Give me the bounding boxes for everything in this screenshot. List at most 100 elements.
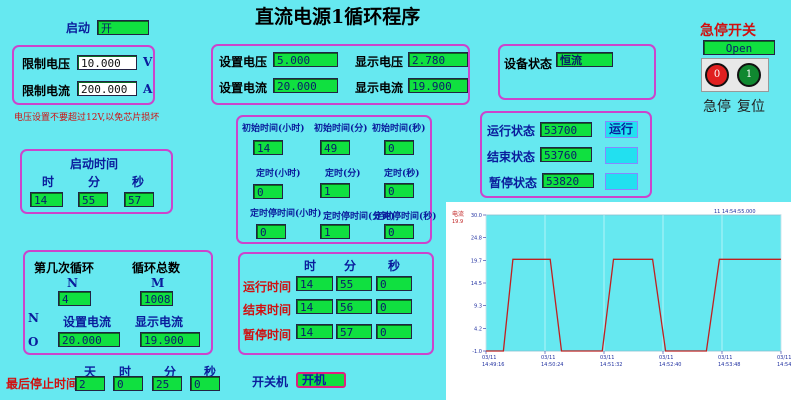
chart-x-tick-time: 14:53:48 (718, 362, 740, 368)
init-hour-input[interactable]: 14 (253, 140, 283, 155)
pause-time-minute[interactable]: 57 (336, 324, 372, 339)
last-stop-second: 0 (190, 376, 220, 391)
estop-reset-button[interactable]: 1 (737, 63, 761, 87)
init-second-label: 初始时间(秒) (372, 124, 426, 134)
init-second-input[interactable]: 0 (384, 140, 414, 155)
nth-cycle-value: 4 (58, 291, 91, 306)
start-label: 启动 (66, 21, 91, 35)
run-time-minute[interactable]: 55 (336, 276, 372, 291)
chart-x-ticks: 03/1114:49:1603/1114:50:2403/1114:51:320… (482, 351, 791, 368)
chart-y-tick-label: 14.5 (471, 281, 482, 287)
stop-hour-input[interactable]: 0 (256, 224, 286, 239)
chart-x-tick-time: 14:51:32 (600, 362, 622, 368)
set-current-input[interactable]: 20.000 (273, 78, 338, 93)
pause-indicator (605, 173, 638, 190)
chart-series-line (486, 258, 781, 352)
cycle-n-label: N (67, 276, 78, 290)
pause-time-label: 暂停时间 (243, 328, 292, 342)
limit-current-input[interactable]: 200.000 (77, 81, 137, 96)
estop-title: 急停开关 (700, 23, 756, 39)
page-title: 直流电源1循环程序 (255, 6, 421, 28)
init-time-panel (236, 115, 432, 244)
limit-current-label: 限制电流 (22, 84, 71, 98)
run-time-second[interactable]: 0 (376, 276, 412, 291)
chart-y-tick-label: 4.2 (474, 326, 482, 332)
limit-current-unit: A (143, 82, 153, 96)
cycle-side-o: O (28, 335, 39, 349)
set-voltage-label: 设置电压 (219, 55, 268, 69)
start-time-hour-label: 时 (42, 175, 55, 189)
stop-second-label: 定时停时间(秒) (374, 212, 437, 222)
chart-x-tick-date: 03/11 (541, 355, 555, 361)
chart-x-tick-date: 03/11 (718, 355, 732, 361)
current-trend-chart: 30.024.819.714.59.34.2-1.0 03/1114:49:16… (446, 202, 791, 400)
chart-time-readout: 11 14:54:55.000 (714, 209, 756, 215)
estop-stop-button[interactable]: 0 (705, 63, 729, 87)
stop-second-input[interactable]: 0 (384, 224, 414, 239)
estop-stop-label: 急停 (703, 99, 731, 115)
chart-x-tick-time: 14:50:24 (541, 362, 563, 368)
end-time-hour[interactable]: 14 (296, 299, 333, 314)
init-minute-input[interactable]: 49 (320, 140, 350, 155)
display-current-label: 显示电流 (355, 81, 404, 95)
display-voltage-label: 显示电压 (355, 55, 404, 69)
last-stop-label: 最后停止时间 (6, 377, 79, 391)
timer-minute-input[interactable]: 1 (320, 183, 350, 198)
start-field[interactable]: 开 (97, 20, 149, 35)
start-time-second[interactable]: 57 (124, 192, 154, 207)
run-time-hour[interactable]: 14 (296, 276, 333, 291)
pause-time-hour[interactable]: 14 (296, 324, 333, 339)
cycle-set-current-input[interactable]: 20.000 (58, 332, 120, 347)
estop-status: Open (703, 40, 775, 55)
start-time-minute[interactable]: 55 (78, 192, 108, 207)
total-cycle-input[interactable]: 1008 (140, 291, 173, 306)
run-indicator: 运行 (605, 121, 638, 138)
stop-minute-input[interactable]: 1 (320, 224, 350, 239)
chart-x-tick-date: 03/11 (600, 355, 614, 361)
times-minute-header: 分 (344, 259, 357, 273)
voltage-warning: 电压设置不要超过12V,以免芯片损坏 (14, 113, 160, 123)
last-stop-hour-label: 时 (119, 365, 132, 379)
stop-minute-label: 定时停时间(分钟) (323, 212, 395, 222)
cycle-display-current-value: 19.900 (140, 332, 200, 347)
timer-hour-input[interactable]: 0 (253, 184, 283, 199)
end-indicator (605, 147, 638, 164)
end-time-minute[interactable]: 56 (336, 299, 372, 314)
times-second-header: 秒 (388, 259, 401, 273)
display-current-value: 19.900 (408, 78, 468, 93)
start-time-title: 启动时间 (70, 157, 119, 171)
chart-legend-value: 19.9 (452, 219, 463, 225)
chart-x-tick-time: 14:54:56 (777, 362, 791, 368)
timer-hour-label: 定时(小时) (256, 169, 301, 179)
chart-y-tick-label: 24.8 (471, 236, 482, 242)
cycle-m-label: M (151, 276, 165, 290)
init-hour-label: 初始时间(小时) (242, 124, 305, 134)
chart-y-tick-label: -1.0 (472, 349, 482, 355)
cycle-set-current-label: 设置电流 (63, 315, 112, 329)
set-voltage-input[interactable]: 5.000 (273, 52, 338, 67)
total-cycle-label: 循环总数 (132, 261, 181, 275)
cycle-display-current-label: 显示电流 (135, 315, 184, 329)
pause-state-value: 53820 (542, 173, 594, 188)
limit-voltage-input[interactable]: 10.000 (77, 55, 137, 70)
chart-x-tick-time: 14:52:40 (659, 362, 681, 368)
end-time-second[interactable]: 0 (376, 299, 412, 314)
run-state-label: 运行状态 (487, 124, 536, 138)
start-time-hour[interactable]: 14 (30, 192, 63, 207)
stop-hour-label: 定时停时间(小时) (250, 209, 322, 219)
timer-minute-label: 定时(分) (325, 169, 361, 179)
last-stop-day-label: 天 (84, 365, 97, 379)
chart-x-tick-time: 14:49:16 (482, 362, 504, 368)
end-state-value: 53760 (540, 147, 592, 162)
start-time-minute-label: 分 (88, 175, 101, 189)
chart-y-ticks: 30.024.819.714.59.34.2-1.0 (471, 213, 486, 355)
chart-x-tick-date: 03/11 (482, 355, 496, 361)
times-hour-header: 时 (304, 259, 317, 273)
device-state-label: 设备状态 (504, 57, 553, 71)
set-current-label: 设置电流 (219, 81, 268, 95)
power-button[interactable]: 开机 (296, 372, 346, 388)
timer-second-input[interactable]: 0 (384, 183, 414, 198)
device-panel (498, 44, 656, 100)
pause-time-second[interactable]: 0 (376, 324, 412, 339)
end-time-label: 结束时间 (243, 303, 292, 317)
